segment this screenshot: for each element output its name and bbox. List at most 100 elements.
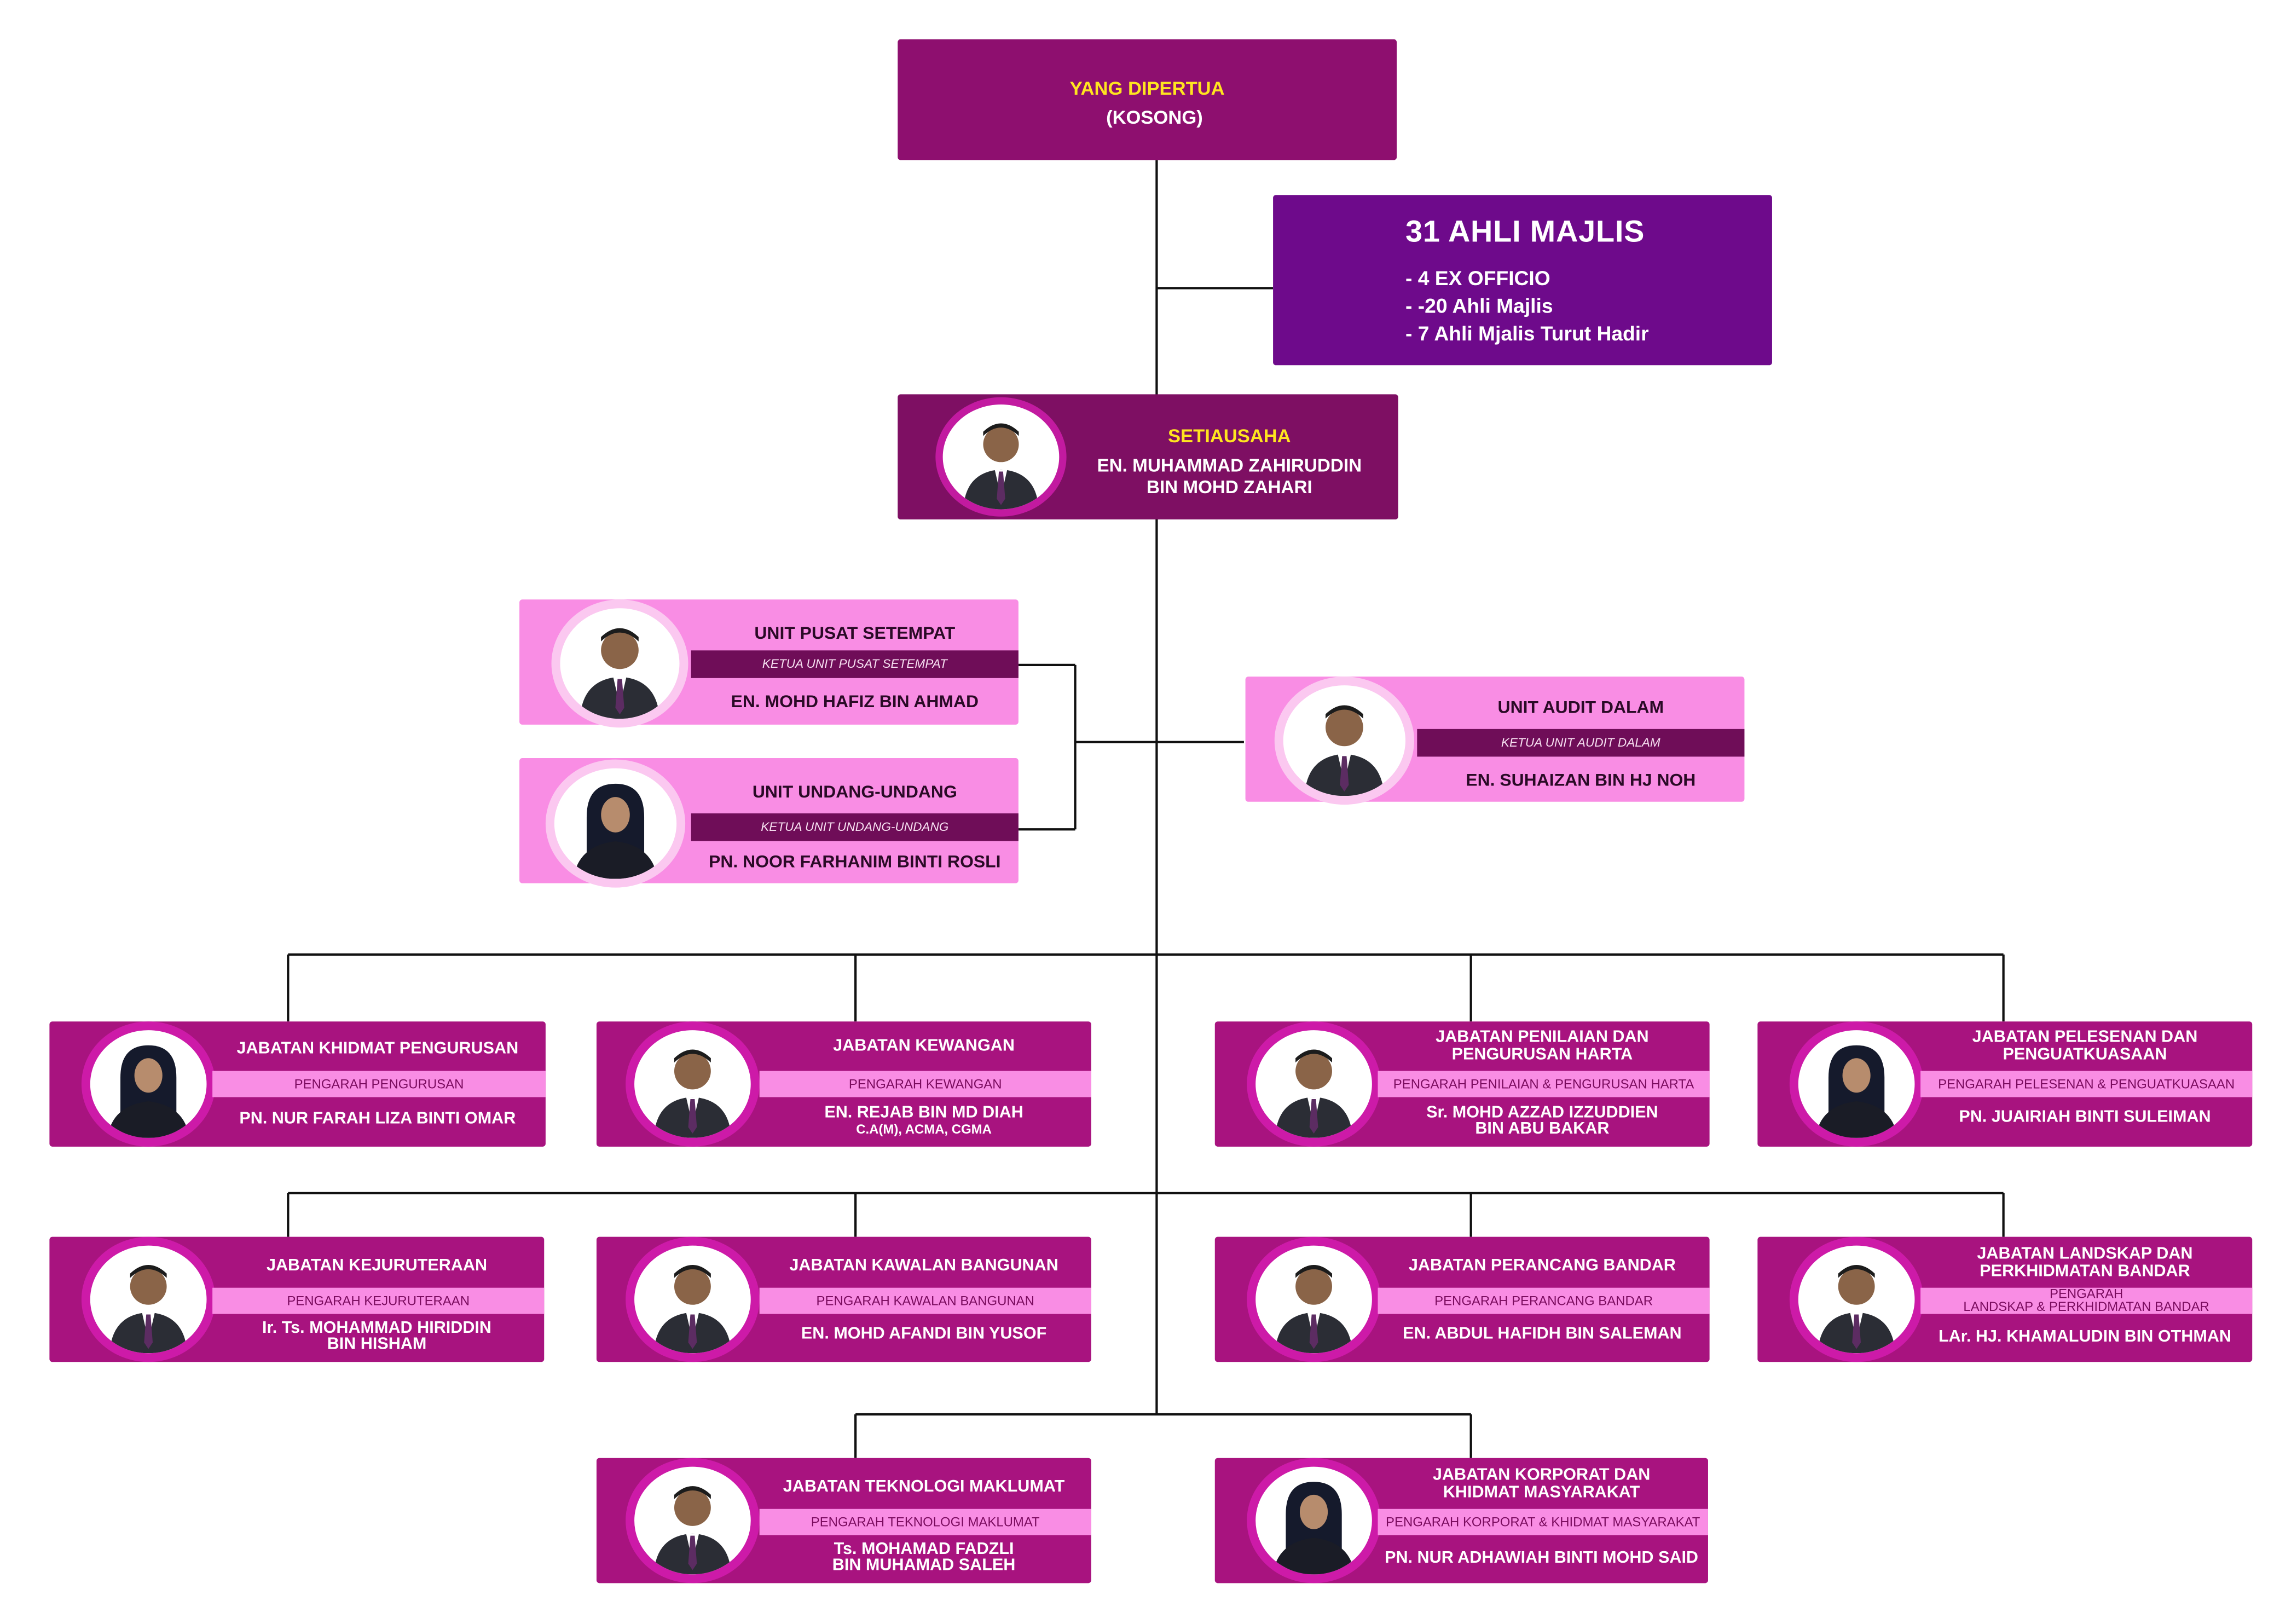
department-title-line: JABATAN KHIDMAT PENGURUSAN	[236, 1040, 519, 1058]
unit-head-name: EN. MOHD HAFIZ BIN AHMAD	[731, 691, 979, 712]
department-head-name: LAr. HJ. KHAMALUDIN BIN OTHMAN	[1920, 1328, 2249, 1346]
department-head-name-line: EN. ABDUL HAFIDH BIN SALEMAN	[1403, 1325, 1682, 1343]
department-head-name-line: BIN MUHAMAD SALEH	[832, 1557, 1016, 1575]
department-head-name: EN. MOHD AFANDI BIN YUSOF	[760, 1325, 1089, 1343]
department-title: JABATAN PERANCANG BANDAR	[1378, 1257, 1707, 1275]
department-head-name: PN. JUAIRIAH BINTI SULEIMAN	[1920, 1109, 2249, 1126]
person-male-icon	[1304, 705, 1385, 796]
department-box: JABATAN KAWALAN BANGUNAN PENGARAH KAWALA…	[596, 1236, 1091, 1362]
department-title-line: PENGURUSAN HARTA	[1451, 1046, 1633, 1064]
person-male-icon	[653, 1265, 732, 1354]
department-photo	[1789, 1021, 1924, 1147]
department-title-line: JABATAN KEJURUTERAAN	[266, 1257, 488, 1275]
department-head-name-line: EN. REJAB BIN MD DIAH	[824, 1104, 1023, 1122]
department-position-band: PENGARAH KEWANGAN	[759, 1071, 1091, 1097]
person-female-icon	[107, 1045, 189, 1138]
ahli-majlis-item: - -20 Ahli Majlis	[1405, 293, 1553, 317]
department-position-band: PENGARAH TEKNOLOGI MAKLUMAT	[759, 1509, 1091, 1535]
unit-title: UNIT PUSAT SETEMPAT	[754, 622, 956, 644]
department-position-band: PENGARAH PENILAIAN & PENGURUSAN HARTA	[1378, 1071, 1710, 1097]
unit-title: UNIT UNDANG-UNDANG	[752, 781, 957, 802]
person-male-icon	[1275, 1265, 1353, 1354]
department-photo	[626, 1021, 760, 1147]
department-box: JABATAN PENILAIAN DAN PENGURUSAN HARTA P…	[1214, 1021, 1710, 1147]
person-male-icon	[1275, 1049, 1353, 1138]
department-title: JABATAN KORPORAT DAN KHIDMAT MASYARAKAT	[1378, 1467, 1705, 1502]
department-title: JABATAN KHIDMAT PENGURUSAN	[212, 1041, 542, 1058]
department-title: JABATAN KAWALAN BANGUNAN	[760, 1257, 1089, 1275]
unit-position-band: KETUA UNIT PUSAT SETEMPAT	[691, 650, 1019, 678]
unit-box: UNIT AUDIT DALAM KETUA UNIT AUDIT DALAM …	[1245, 677, 1745, 805]
department-head-name: EN. REJAB BIN MD DIAH C.A(M), ACMA, CGMA	[760, 1104, 1089, 1137]
department-head-name-line: EN. MOHD AFANDI BIN YUSOF	[801, 1325, 1047, 1343]
ahli-majlis-title: 31 AHLI MAJLIS	[1405, 215, 1645, 249]
unit-photo	[551, 599, 688, 728]
department-head-name: Ir. Ts. MOHAMMAD HIRIDDIN BIN HISHAM	[212, 1320, 541, 1353]
department-head-name-line: PN. NUR ADHAWIAH BINTI MOHD SAID	[1385, 1550, 1699, 1568]
department-box: JABATAN KEWANGAN PENGARAH KEWANGAN EN. R…	[596, 1021, 1091, 1147]
department-head-name-line: Ir. Ts. MOHAMMAD HIRIDDIN	[262, 1320, 491, 1338]
department-head-name-line: Sr. MOHD AZZAD IZZUDDIEN	[1426, 1104, 1658, 1122]
yang-dipertua-role: YANG DIPERTUA	[1069, 77, 1225, 99]
ahli-majlis-item: - 4 EX OFFICIO	[1405, 266, 1550, 290]
department-box: JABATAN TEKNOLOGI MAKLUMAT PENGARAH TEKN…	[596, 1458, 1091, 1583]
unit-photo	[1274, 677, 1414, 805]
department-head-name: Sr. MOHD AZZAD IZZUDDIEN BIN ABU BAKAR	[1378, 1104, 1707, 1137]
unit-box: UNIT PUSAT SETEMPAT KETUA UNIT PUSAT SET…	[519, 599, 1019, 728]
unit-title: UNIT AUDIT DALAM	[1497, 697, 1664, 718]
person-male-icon	[653, 1049, 732, 1138]
setiausaha-name-line: EN. MUHAMMAD ZAHIRUDDIN	[1097, 455, 1362, 476]
unit-position-band: KETUA UNIT UNDANG-UNDANG	[691, 813, 1019, 841]
person-male-icon	[963, 423, 1039, 510]
department-box: JABATAN KORPORAT DAN KHIDMAT MASYARAKAT …	[1214, 1458, 1708, 1583]
unit-head-name: EN. SUHAIZAN BIN HJ NOH	[1466, 770, 1696, 790]
department-head-name: PN. NUR ADHAWIAH BINTI MOHD SAID	[1378, 1550, 1705, 1568]
department-position-band: PENGARAH KORPORAT & KHIDMAT MASYARAKAT	[1378, 1509, 1708, 1535]
department-title: JABATAN PELESENAN DAN PENGUATKUASAAN	[1920, 1028, 2249, 1064]
department-position-band: PENGARAH KAWALAN BANGUNAN	[759, 1287, 1091, 1314]
person-male-icon	[653, 1486, 732, 1575]
department-box: JABATAN PELESENAN DAN PENGUATKUASAAN PEN…	[1757, 1021, 2253, 1147]
department-title-line: KHIDMAT MASYARAKAT	[1443, 1484, 1640, 1502]
department-head-name-line: LAr. HJ. KHAMALUDIN BIN OTHMAN	[1938, 1328, 2231, 1346]
department-position-band: PENGARAH PERANCANG BANDAR	[1378, 1287, 1710, 1314]
department-title-line: PERKHIDMATAN BANDAR	[1980, 1263, 2190, 1281]
department-photo	[81, 1021, 216, 1147]
department-position-line: PENGARAH	[2049, 1286, 2123, 1301]
department-head-name: EN. ABDUL HAFIDH BIN SALEMAN	[1378, 1325, 1707, 1343]
ahli-majlis-list: - 4 EX OFFICIO - -20 Ahli Majlis - 7 Ahl…	[1405, 265, 1649, 348]
department-photo	[1789, 1236, 1924, 1362]
department-title: JABATAN PENILAIAN DAN PENGURUSAN HARTA	[1378, 1028, 1707, 1064]
setiausaha-role: SETIAUSAHA	[1167, 425, 1291, 447]
department-box: JABATAN KEJURUTERAAN PENGARAH KEJURUTERA…	[49, 1236, 545, 1362]
department-title-line: JABATAN PENILAIAN DAN	[1436, 1028, 1649, 1047]
department-title: JABATAN KEWANGAN	[760, 1037, 1089, 1055]
person-female-icon	[1272, 1482, 1355, 1575]
person-male-icon	[109, 1265, 187, 1354]
unit-position-band: KETUA UNIT AUDIT DALAM	[1417, 729, 1745, 757]
department-photo	[1247, 1458, 1381, 1583]
setiausaha-name: EN. MUHAMMAD ZAHIRUDDIN BIN MOHD ZAHARI	[1067, 455, 1392, 499]
department-head-credentials: C.A(M), ACMA, CGMA	[856, 1122, 992, 1137]
department-head-name: PN. NUR FARAH LIZA BINTI OMAR	[212, 1111, 542, 1128]
department-position-band: PENGARAH LANDSKAP & PERKHIDMATAN BANDAR	[1920, 1286, 2253, 1314]
department-title-line: JABATAN KEWANGAN	[833, 1037, 1015, 1055]
yang-dipertua-name: (KOSONG)	[1106, 106, 1203, 128]
department-title: JABATAN TEKNOLOGI MAKLUMAT	[760, 1478, 1089, 1496]
department-title-line: JABATAN KAWALAN BANGUNAN	[789, 1257, 1058, 1275]
department-photo	[81, 1236, 216, 1362]
department-position-band: PENGARAH PELESENAN & PENGUATKUASAAN	[1920, 1071, 2253, 1097]
department-title: JABATAN LANDSKAP DAN PERKHIDMATAN BANDAR	[1920, 1246, 2249, 1281]
department-title-line: JABATAN PERANCANG BANDAR	[1408, 1257, 1676, 1275]
department-title-line: JABATAN KORPORAT DAN	[1432, 1466, 1651, 1484]
department-photo	[626, 1236, 760, 1362]
ahli-majlis-box: 31 AHLI MAJLIS - 4 EX OFFICIO - -20 Ahli…	[1273, 195, 1772, 366]
department-position-line: LANDSKAP & PERKHIDMATAN BANDAR	[1963, 1299, 2209, 1314]
department-title-line: PENGUATKUASAAN	[2003, 1046, 2167, 1064]
department-photo	[626, 1458, 760, 1583]
unit-box: UNIT UNDANG-UNDANG KETUA UNIT UNDANG-UND…	[519, 758, 1019, 888]
department-box: JABATAN PERANCANG BANDAR PENGARAH PERANC…	[1214, 1236, 1710, 1362]
department-photo	[1247, 1236, 1381, 1362]
